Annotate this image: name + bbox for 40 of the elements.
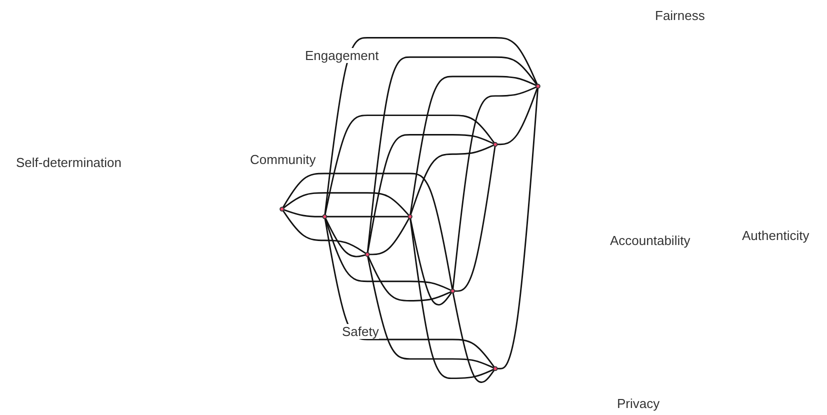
connector — [452, 86, 537, 290]
connector — [369, 218, 410, 256]
node-circle — [280, 206, 284, 212]
node-label: Safety — [342, 324, 379, 339]
connector — [452, 292, 495, 383]
node-circle — [450, 288, 456, 294]
node-circle — [322, 214, 328, 220]
node-label: Fairness — [655, 8, 705, 23]
connector — [410, 218, 452, 306]
connector — [497, 88, 539, 370]
connector — [367, 256, 452, 302]
connector — [324, 218, 366, 258]
connector — [367, 256, 494, 368]
node-label: Privacy — [617, 396, 660, 411]
node-circle — [364, 252, 370, 257]
connector — [282, 172, 454, 290]
connector — [410, 76, 537, 215]
connector — [282, 210, 366, 254]
connector — [366, 134, 494, 253]
connector — [324, 114, 495, 215]
connector — [497, 88, 538, 146]
connector — [284, 209, 323, 218]
node-circle — [492, 142, 498, 147]
node-circle — [536, 84, 540, 89]
node-label: Engagement — [305, 48, 379, 63]
connector — [326, 216, 408, 218]
node-label: Accountability — [610, 233, 690, 248]
node-circle — [492, 366, 498, 372]
connector — [410, 144, 494, 216]
node-label: Authenticity — [742, 228, 810, 243]
connector — [283, 192, 410, 216]
connector — [366, 56, 538, 253]
connector — [324, 218, 495, 368]
connector — [324, 218, 452, 291]
connector — [324, 37, 538, 215]
connector — [410, 218, 494, 380]
connector — [454, 146, 496, 292]
node-label: Community — [250, 152, 316, 167]
node-circle — [408, 214, 412, 220]
node-label: Self-determination — [16, 155, 122, 170]
